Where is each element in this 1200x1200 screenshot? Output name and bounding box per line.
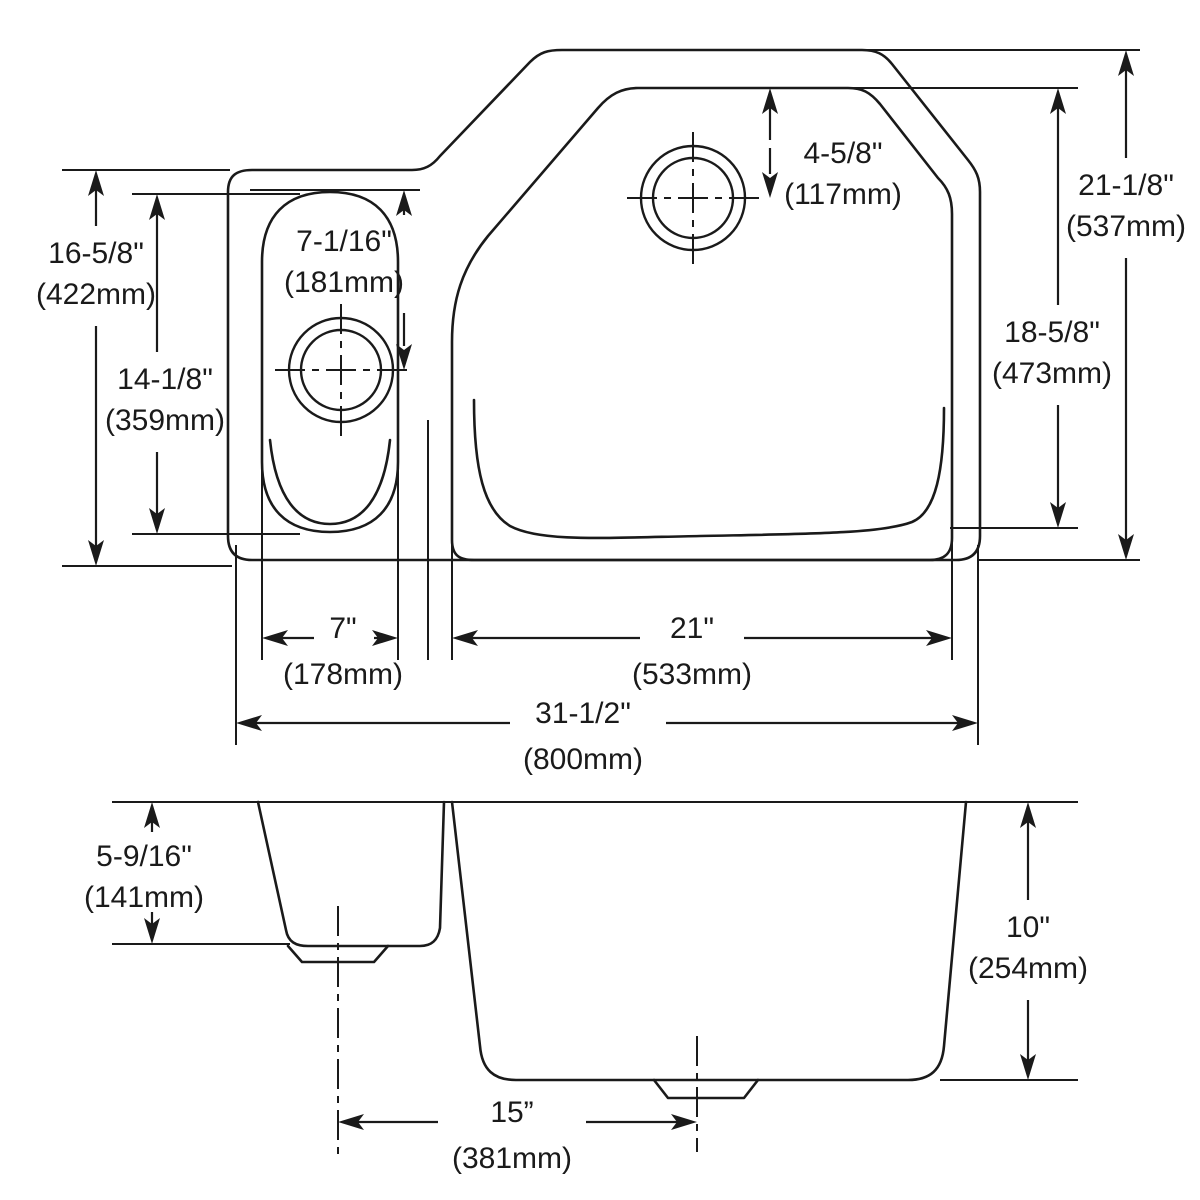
dim-label-right-bowl-depth-metric: (254mm) <box>968 952 1088 985</box>
arrowhead-left-800 <box>236 715 262 731</box>
dim-label-left-bowl-depth-imperial: 5-9/16" <box>96 840 192 873</box>
dim-label-overall-width-metric: (800mm) <box>523 743 643 776</box>
dim-label-right-drain-offset-metric: (117mm) <box>784 178 902 211</box>
arrowhead-up-254 <box>1020 802 1036 828</box>
dim-label-right-bowl-width-metric: (533mm) <box>632 658 752 691</box>
arrowhead-right-381 <box>671 1114 697 1130</box>
arrowhead-down-254 <box>1020 1054 1036 1080</box>
arrowhead-right-800 <box>952 715 978 731</box>
right-bowl-drain <box>627 132 761 268</box>
arrowhead-down-117 <box>762 172 778 198</box>
dim-label-left-bowl-height-imperial: 14-1/8" <box>117 363 213 396</box>
left-vertical-dimensions: 16-5/8" (422mm) 14-1/8" (359mm) <box>36 169 300 567</box>
arrowhead-up-141 <box>144 802 160 828</box>
arrowhead-up-181 <box>396 190 412 216</box>
dim-label-overall-width-imperial: 31-1/2" <box>535 697 631 730</box>
dim-label-overall-height-left-imperial: 16-5/8" <box>48 237 144 270</box>
dim-label-overall-height-right-imperial: 21-1/8" <box>1078 169 1174 202</box>
dim-label-left-bowl-depth-metric: (141mm) <box>84 881 204 914</box>
arrowhead-up-537 <box>1118 50 1134 76</box>
dimension-overall-height-right: 21-1/8" (537mm) <box>1066 50 1186 560</box>
elevation-left-bowl <box>256 800 446 948</box>
arrowhead-up-359 <box>149 194 165 220</box>
dimension-left-bowl-height: 14-1/8" (359mm) <box>105 194 225 534</box>
dim-label-left-bowl-width-metric: (178mm) <box>283 658 403 691</box>
dim-label-right-drain-horizontal-metric: (381mm) <box>452 1142 572 1175</box>
arrowhead-left-533 <box>452 630 478 646</box>
dim-label-right-bowl-depth-imperial: 10" <box>1006 911 1050 944</box>
elevation-view <box>218 800 1078 1154</box>
arrowhead-up-117 <box>762 88 778 114</box>
dim-label-overall-height-right-metric: (537mm) <box>1066 210 1186 243</box>
dim-label-right-bowl-height-metric: (473mm) <box>992 357 1112 390</box>
arrowhead-right-178 <box>372 630 398 646</box>
top-view <box>226 48 982 562</box>
dim-label-left-bowl-width-imperial: 7" <box>329 612 356 645</box>
dim-label-left-bowl-height-metric: (359mm) <box>105 404 225 437</box>
arrowhead-down-359 <box>149 508 165 534</box>
dim-label-overall-height-left-metric: (422mm) <box>36 278 156 311</box>
dim-label-left-drain-offset-metric: (181mm) <box>284 266 404 299</box>
arrowhead-left-381 <box>338 1114 364 1130</box>
arrowhead-down-422 <box>88 540 104 566</box>
dim-label-right-drain-offset-imperial: 4-5/8" <box>803 137 882 170</box>
dimension-right-bowl-width: 21" (533mm) <box>452 612 952 691</box>
dimension-right-bowl-height: 18-5/8" (473mm) <box>992 88 1112 528</box>
arrowhead-up-473 <box>1050 88 1066 114</box>
arrowhead-left-178 <box>262 630 288 646</box>
horizontal-dimensions: 7" (178mm) 21" (533mm) 31-1/2" (800mm) <box>235 400 979 776</box>
right-bowl-outline <box>450 86 954 562</box>
arrowhead-up-422 <box>88 170 104 196</box>
dimension-overall-width: 31-1/2" (800mm) <box>236 697 978 776</box>
elevation-right-drain-outlet <box>652 1078 760 1100</box>
dimension-left-bowl-width: 7" (178mm) <box>262 612 403 691</box>
arrowhead-down-181 <box>396 344 412 370</box>
dimension-left-bowl-depth: 5-9/16" (141mm) <box>84 801 290 945</box>
right-bowl-floor-edge <box>472 398 946 540</box>
dimension-overall-height-left: 16-5/8" (422mm) <box>36 170 156 566</box>
dim-label-right-bowl-width-imperial: 21" <box>670 612 714 645</box>
left-bowl-floor-edge <box>268 438 392 526</box>
left-bowl-drain <box>275 304 409 438</box>
dimension-right-drain-offset: 4-5/8" (117mm) <box>700 87 902 211</box>
right-vertical-dimensions: 21-1/8" (537mm) 18-5/8" (473mm) <box>860 49 1186 561</box>
arrowhead-down-537 <box>1118 534 1134 560</box>
dimension-left-drain-offset: 7-1/16" (181mm) <box>250 189 420 370</box>
dimension-right-bowl-depth: 10" (254mm) <box>968 802 1088 1080</box>
dim-label-left-drain-offset-imperial: 7-1/16" <box>296 225 392 258</box>
arrowhead-right-533 <box>926 630 952 646</box>
arrowhead-down-473 <box>1050 502 1066 528</box>
sink-rim-outline <box>226 48 982 562</box>
arrowhead-down-141 <box>144 918 160 944</box>
elevation-right-bowl <box>450 800 968 1082</box>
dim-label-right-drain-horizontal-imperial: 15” <box>490 1096 533 1129</box>
dim-label-right-bowl-height-imperial: 18-5/8" <box>1004 316 1100 349</box>
dimension-right-drain-horizontal: 15” (381mm) <box>338 1096 697 1175</box>
